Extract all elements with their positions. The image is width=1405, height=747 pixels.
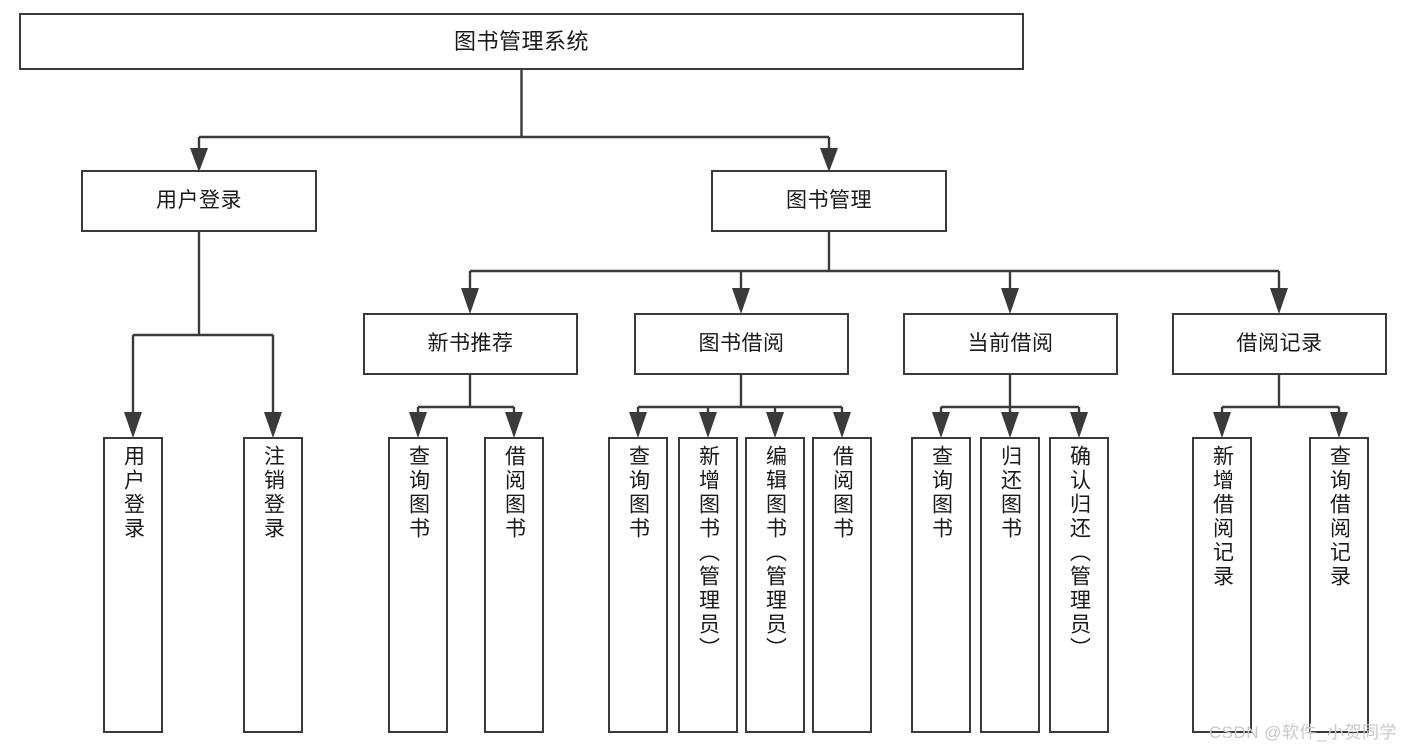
- node-label: 用户登录: [156, 188, 242, 212]
- node-current-borrow[interactable]: 当前借阅: [903, 313, 1118, 375]
- node-label: 借阅图书: [502, 445, 526, 541]
- leaf-records-add-record[interactable]: 新增借阅记录: [1192, 437, 1252, 733]
- node-label: 借阅图书: [830, 445, 854, 541]
- node-label: 图书借阅: [698, 331, 785, 355]
- node-label: 借阅记录: [1236, 331, 1323, 355]
- node-label: 用户登录: [121, 445, 145, 541]
- leaf-borrow-edit-book[interactable]: 编辑图书（管理员）: [745, 437, 805, 733]
- node-label: 图书管理: [786, 188, 872, 212]
- node-book-borrow[interactable]: 图书借阅: [634, 313, 849, 375]
- leaf-borrow-borrow-book[interactable]: 借阅图书: [812, 437, 872, 733]
- leaf-recommend-borrow-book[interactable]: 借阅图书: [484, 437, 544, 733]
- leaf-borrow-query-book[interactable]: 查询图书: [608, 437, 668, 733]
- node-label: 查询图书: [929, 445, 953, 541]
- leaf-records-query-record[interactable]: 查询借阅记录: [1309, 437, 1369, 733]
- node-label: 新增图书（管理员）: [696, 445, 720, 661]
- leaf-borrow-add-book[interactable]: 新增图书（管理员）: [678, 437, 738, 733]
- node-label: 编辑图书（管理员）: [763, 445, 787, 661]
- node-label: 注销登录: [261, 445, 285, 541]
- leaf-user-login-login[interactable]: 用户登录: [103, 437, 163, 733]
- node-label: 新书推荐: [427, 331, 514, 355]
- node-label: 确认归还（管理员）: [1067, 445, 1091, 661]
- node-label: 查询图书: [406, 445, 430, 541]
- leaf-current-return-book[interactable]: 归还图书: [980, 437, 1040, 733]
- node-user-login[interactable]: 用户登录: [81, 170, 317, 232]
- leaf-recommend-query-book[interactable]: 查询图书: [388, 437, 448, 733]
- node-borrow-records[interactable]: 借阅记录: [1172, 313, 1387, 375]
- leaf-user-login-logout[interactable]: 注销登录: [243, 437, 303, 733]
- node-label: 查询借阅记录: [1327, 445, 1351, 589]
- leaf-current-query-book[interactable]: 查询图书: [911, 437, 971, 733]
- node-label: 新增借阅记录: [1210, 445, 1234, 589]
- node-label: 图书管理系统: [453, 28, 589, 54]
- node-label: 查询图书: [626, 445, 650, 541]
- leaf-current-confirm-return[interactable]: 确认归还（管理员）: [1049, 437, 1109, 733]
- node-book-management[interactable]: 图书管理: [711, 170, 947, 232]
- node-root-system[interactable]: 图书管理系统: [19, 13, 1024, 70]
- node-label: 归还图书: [998, 445, 1022, 541]
- node-new-book-recommend[interactable]: 新书推荐: [363, 313, 578, 375]
- node-label: 当前借阅: [967, 331, 1054, 355]
